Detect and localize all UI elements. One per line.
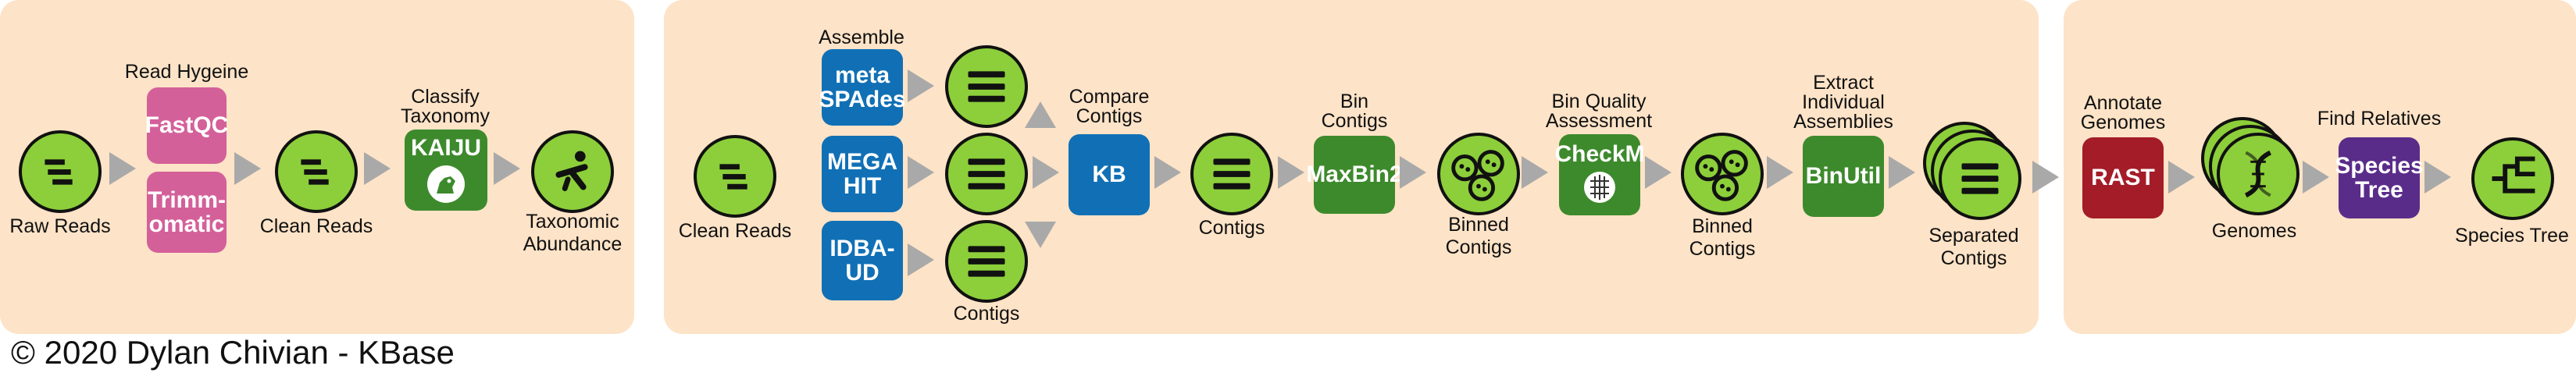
flow-arrow — [109, 152, 136, 185]
species-tree-label: Species Tree — [2455, 225, 2569, 247]
contigs-icon — [1961, 163, 1999, 194]
maxbin2-tool[interactable]: MaxBin2 — [1306, 136, 1403, 214]
contigs-icon — [968, 71, 1005, 102]
flow-arrow — [2424, 161, 2451, 194]
rast-tool[interactable]: RAST — [2082, 137, 2164, 218]
assemble-label: Assemble — [819, 27, 904, 48]
find-relatives-label: Find Relatives — [2317, 108, 2442, 130]
raw-reads-node — [19, 130, 102, 213]
reads-icon — [719, 164, 747, 190]
flow-arrow — [1278, 156, 1304, 189]
reads-icon — [45, 159, 73, 185]
flow-arrow — [2032, 161, 2059, 194]
flow-arrow — [1767, 156, 1793, 189]
clean-reads-node — [694, 135, 776, 218]
merge-arrow-down — [1025, 222, 1056, 248]
genomes-node — [2217, 133, 2299, 215]
contigs-icon — [968, 246, 1005, 277]
tree-icon — [2492, 156, 2535, 194]
separated-contigs-node — [1939, 137, 2021, 220]
flow-arrow — [2303, 161, 2329, 194]
read-hygeine-label: Read Hygeine — [124, 61, 249, 83]
contigs-label: Contigs — [953, 303, 1020, 325]
reads-icon — [301, 159, 329, 185]
checkm-tool[interactable]: CheckM — [1554, 134, 1645, 215]
trimmomatic-tool[interactable]: Trimm-omatic — [147, 172, 227, 253]
species-tree-node — [2471, 137, 2554, 220]
bins-icon — [1451, 150, 1504, 201]
flow-arrow — [908, 243, 934, 276]
taxonomy-icon — [555, 151, 588, 191]
binutil-tool[interactable]: BinUtil — [1803, 136, 1884, 217]
flow-arrow — [1522, 156, 1548, 189]
flow-arrow — [1889, 156, 1915, 189]
dna-icon — [2244, 150, 2272, 198]
raw-reads-label: Raw Reads — [9, 215, 111, 237]
flow-arrow — [1645, 156, 1672, 189]
clean-reads-label: Clean Reads — [259, 215, 373, 237]
flow-arrow — [908, 156, 934, 189]
genomes-label: Genomes — [2211, 220, 2297, 242]
contigs-node — [1190, 133, 1273, 215]
idba-ud-tool[interactable]: IDBA-UD — [822, 221, 903, 300]
flow-arrow — [494, 152, 520, 185]
clean-reads-node — [275, 130, 358, 213]
binned-contigs-node — [1437, 133, 1520, 215]
taxonomic-abundance-node — [531, 130, 614, 213]
kaiju-tool[interactable]: KAIJU — [405, 130, 487, 211]
contigs-label: Contigs — [1198, 217, 1265, 239]
merge-arrow-up — [1025, 101, 1056, 128]
kb-tool[interactable]: KB — [1069, 134, 1150, 215]
contigs-megahit-node — [945, 133, 1028, 215]
contigs-idba-node — [945, 220, 1028, 303]
flow-arrow — [2168, 161, 2195, 194]
copyright-text: © 2020 Dylan Chivian - KBase — [11, 334, 455, 371]
contigs-metaspades-node — [945, 45, 1028, 128]
flow-arrow — [1400, 156, 1426, 189]
flow-arrow — [234, 152, 261, 185]
flow-arrow — [1154, 156, 1181, 189]
bins-icon — [1695, 150, 1748, 201]
clean-reads-label: Clean Reads — [678, 220, 792, 242]
binned-contigs-node — [1681, 133, 1764, 215]
flow-arrow — [1033, 156, 1059, 189]
contigs-icon — [1213, 158, 1251, 190]
flow-arrow — [364, 152, 391, 185]
kaiju-logo-icon — [427, 165, 465, 203]
fastqc-tool[interactable]: FastQC — [145, 87, 228, 164]
contigs-icon — [968, 158, 1005, 190]
flow-arrow — [908, 69, 934, 102]
checkm-logo-icon — [1584, 171, 1615, 203]
